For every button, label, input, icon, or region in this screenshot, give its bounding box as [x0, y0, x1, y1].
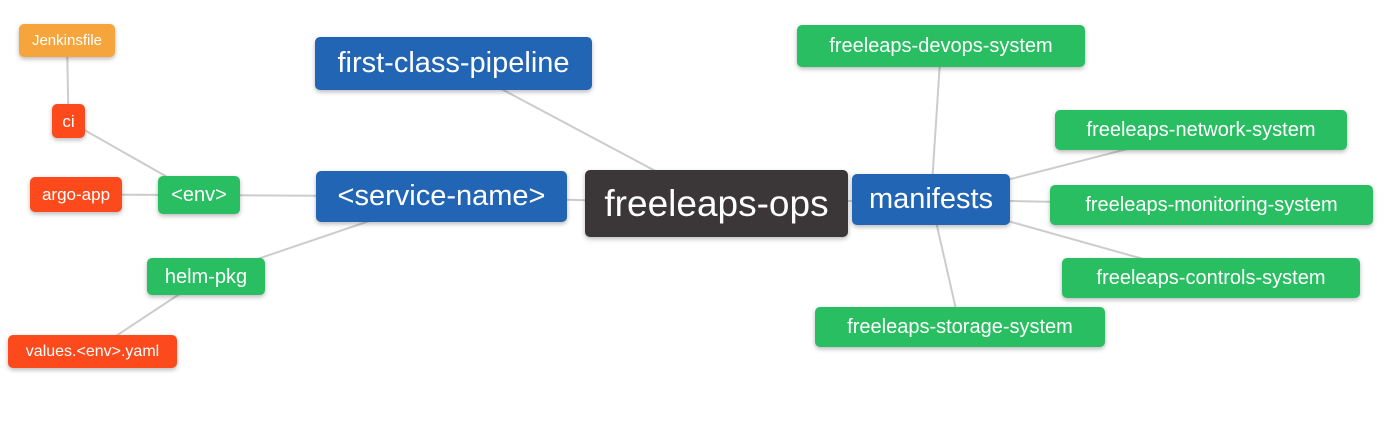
node-controls-system[interactable]: freeleaps-controls-system — [1062, 258, 1360, 298]
node-network-system[interactable]: freeleaps-network-system — [1055, 110, 1347, 150]
node-devops-system[interactable]: freeleaps-devops-system — [797, 25, 1085, 67]
node-jenkinsfile[interactable]: Jenkinsfile — [19, 24, 115, 57]
node-values-env-yaml[interactable]: values.<env>.yaml — [8, 335, 177, 368]
node-argo-app[interactable]: argo-app — [30, 177, 122, 212]
node-storage-system[interactable]: freeleaps-storage-system — [815, 307, 1105, 347]
node-first-class-pipeline[interactable]: first-class-pipeline — [315, 37, 592, 90]
edge-manifests-devops_system — [930, 45, 942, 200]
node-env[interactable]: <env> — [158, 176, 240, 214]
node-manifests[interactable]: manifests — [852, 174, 1010, 225]
node-service-name[interactable]: <service-name> — [316, 171, 567, 222]
node-monitoring-system[interactable]: freeleaps-monitoring-system — [1050, 185, 1373, 225]
node-ci[interactable]: ci — [52, 104, 85, 138]
node-helm-pkg[interactable]: helm-pkg — [147, 258, 265, 295]
node-freeleaps-ops[interactable]: freeleaps-ops — [585, 170, 848, 237]
